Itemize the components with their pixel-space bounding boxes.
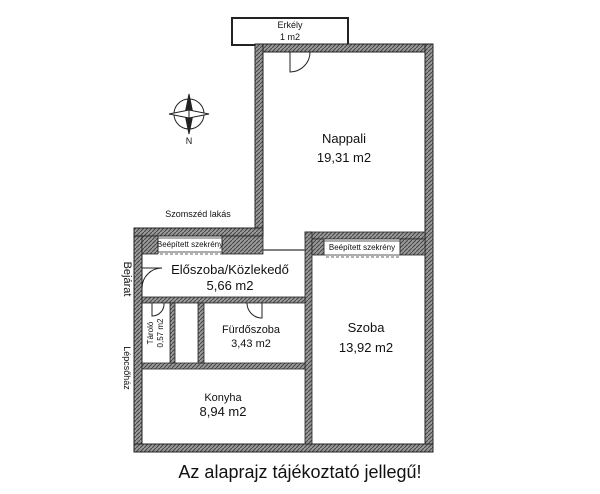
staircase-label: Lépcsőház [122,346,132,390]
compass-icon [168,93,210,135]
door-symbols [141,51,311,445]
neighbor-label: Szomszéd lakás [165,209,231,219]
disclaimer-caption: Az alaprajz tájékoztató jellegű! [178,462,422,482]
room-area: 13,92 m2 [339,340,393,355]
outer-walls [133,43,434,453]
inner-walls [141,231,426,445]
hallway-name: Előszoba/Közlekedő [171,262,289,277]
compass-north-label: N [186,136,193,146]
kitchen-area: 8,94 m2 [200,404,247,419]
living-room-area: 19,31 m2 [317,150,371,165]
wardrobe-2 [323,240,401,258]
wardrobe-2-label: Beépített szekrény [329,243,395,252]
storage-name: Tároló [146,321,155,344]
entrance-label: Bejárat [121,262,133,297]
wardrobe-1-label: Beépített szekrény [157,240,223,249]
balcony-area: 1 m2 [280,32,300,42]
bathroom-area: 3,43 m2 [231,338,271,350]
living-room-name: Nappali [322,131,366,146]
storage-area: 0,57 m2 [156,318,165,347]
kitchen-name: Konyha [204,392,242,404]
balcony-name: Erkély [277,20,303,30]
room-name: Szoba [348,320,386,335]
bathroom-name: Fürdőszoba [222,324,281,336]
wardrobe-1 [157,237,223,255]
hallway-area: 5,66 m2 [207,278,254,293]
